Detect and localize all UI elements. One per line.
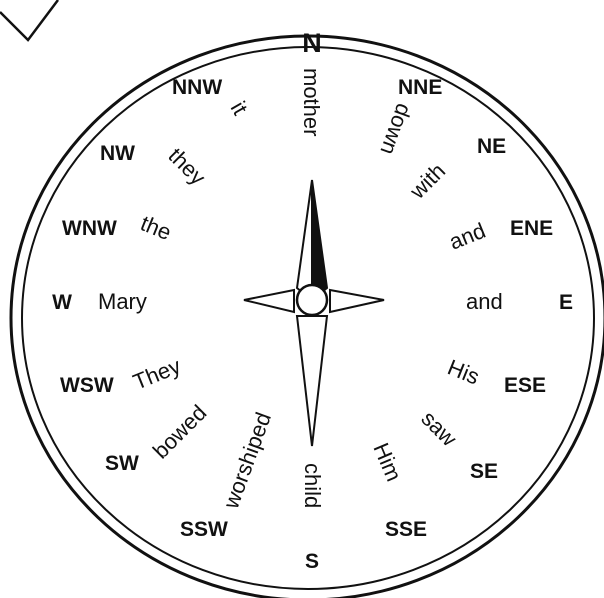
label-n: N — [302, 28, 322, 58]
word-n: mother — [299, 68, 324, 136]
needle-pivot — [297, 285, 327, 315]
label-nw: NW — [100, 142, 135, 165]
needle-north-black — [312, 180, 327, 300]
label-s: S — [305, 550, 319, 573]
word-ese: His — [444, 354, 483, 389]
word-ssw: worshiped — [218, 409, 276, 513]
needle-west — [244, 290, 294, 312]
word-sw: bowed — [148, 400, 212, 464]
label-ssw: SSW — [180, 518, 228, 541]
word-ne: with — [404, 158, 450, 204]
word-nnw: it — [226, 97, 253, 119]
label-e: E — [559, 291, 573, 314]
needle-south — [297, 316, 327, 446]
label-ese: ESE — [504, 374, 546, 397]
needle-north-white — [297, 180, 312, 300]
needle-east — [330, 290, 384, 312]
word-se: saw — [416, 406, 461, 451]
label-nne: NNE — [398, 76, 442, 99]
label-se: SE — [470, 460, 498, 483]
check-mark — [0, 0, 58, 40]
label-ne: NE — [477, 135, 506, 158]
word-nne: down — [375, 100, 416, 158]
label-ene: ENE — [510, 217, 553, 240]
label-sse: SSE — [385, 518, 427, 541]
label-w: W — [52, 291, 72, 314]
word-e: and — [466, 289, 503, 314]
word-wsw: They — [130, 353, 185, 395]
word-sse: Him — [368, 439, 406, 485]
word-nw: they — [163, 143, 210, 190]
compass-needle — [244, 180, 384, 446]
label-wsw: WSW — [60, 374, 114, 397]
word-w: Mary — [98, 289, 147, 314]
word-wnw: the — [137, 210, 175, 245]
label-nnw: NNW — [172, 76, 222, 99]
label-wnw: WNW — [62, 217, 117, 240]
label-sw: SW — [105, 452, 139, 475]
word-s: child — [300, 463, 325, 508]
word-ene: and — [446, 218, 489, 255]
